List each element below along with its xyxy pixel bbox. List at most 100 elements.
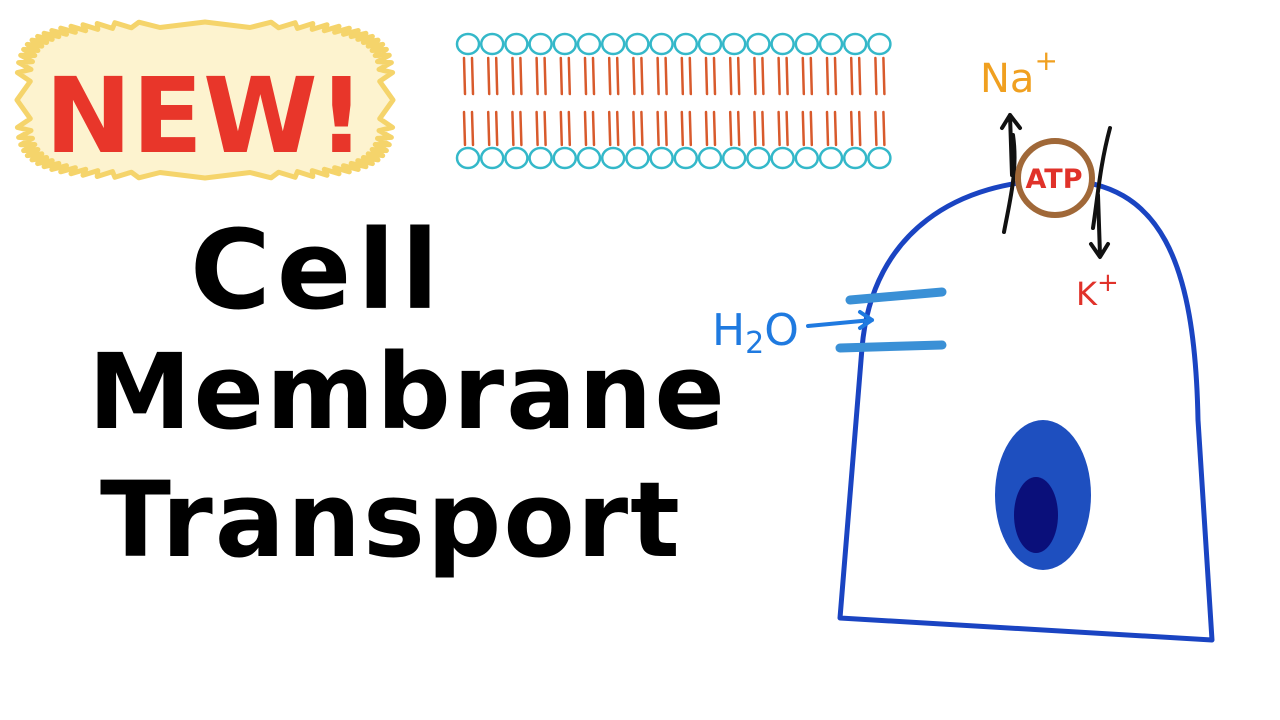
lipid-head-bottom bbox=[504, 146, 529, 170]
sodium-label: Na+ bbox=[980, 44, 1058, 102]
lipid-tail-top bbox=[607, 56, 620, 96]
lipid-head-bottom bbox=[552, 146, 578, 170]
water-channel: H2O bbox=[712, 287, 947, 361]
lipid-tail-bottom bbox=[728, 110, 741, 147]
lipid-head-top bbox=[818, 32, 844, 56]
title-line-membrane: Membrane bbox=[88, 331, 727, 453]
lipid-head-bottom bbox=[867, 146, 892, 170]
lipid-tail-top bbox=[704, 56, 717, 96]
lipid-head-top bbox=[867, 32, 892, 56]
water-arrow bbox=[806, 310, 874, 330]
lipid-head-bottom bbox=[770, 146, 795, 170]
lipid-tail-top bbox=[728, 56, 741, 96]
atp-label: ATP bbox=[1025, 164, 1082, 195]
lipid-tail-bottom bbox=[753, 110, 765, 147]
sodium-out-arrow bbox=[1000, 113, 1022, 177]
lipid-head-bottom bbox=[649, 146, 674, 170]
lipid-tail-top bbox=[559, 56, 572, 96]
title-line-cell: Cell bbox=[190, 206, 445, 334]
lipid-head-bottom bbox=[528, 146, 553, 170]
lipid-tail-bottom bbox=[462, 110, 475, 147]
pump-right-wall bbox=[1091, 126, 1112, 230]
lipid-head-top bbox=[770, 32, 795, 56]
lipid-head-bottom bbox=[625, 146, 650, 170]
lipid-tail-bottom bbox=[704, 110, 717, 147]
cell-diagram: H2O ATP Na+ K+ bbox=[712, 44, 1215, 643]
lipid-head-bottom bbox=[576, 146, 602, 170]
lipid-head-top bbox=[721, 32, 747, 56]
lipid-tail-top bbox=[777, 56, 789, 96]
badge-label: NEW! bbox=[45, 55, 365, 177]
water-subscript: 2 bbox=[745, 326, 764, 361]
lipid-head-top bbox=[528, 32, 553, 56]
lipid-head-top bbox=[576, 32, 602, 56]
title-line-transport: Transport bbox=[100, 459, 682, 581]
lipid-tail-bottom bbox=[801, 110, 814, 147]
lipid-head-top bbox=[479, 32, 505, 56]
phospholipid-bilayer bbox=[455, 32, 892, 170]
cell-outline bbox=[837, 177, 1215, 643]
lipid-head-bottom bbox=[455, 146, 481, 170]
lipid-tail-top bbox=[680, 56, 693, 96]
lipid-head-bottom bbox=[697, 146, 723, 170]
potassium-in-arrow bbox=[1089, 193, 1110, 259]
channel-upper-wall bbox=[845, 287, 947, 305]
lipid-tail-bottom bbox=[583, 110, 596, 147]
lipid-tail-top bbox=[801, 56, 814, 96]
lipid-tail-bottom bbox=[607, 110, 620, 147]
potassium-charge: + bbox=[1097, 268, 1119, 298]
lipid-head-top bbox=[794, 32, 820, 56]
lipid-tail-top bbox=[511, 56, 523, 96]
lipid-head-top bbox=[552, 32, 578, 56]
pump-left-wall bbox=[1002, 133, 1017, 234]
lipid-head-bottom bbox=[842, 146, 868, 170]
lipid-head-bottom bbox=[673, 146, 699, 170]
lipid-tail-top bbox=[753, 56, 765, 96]
lipid-tail-bottom bbox=[849, 110, 862, 147]
lipid-tail-top bbox=[486, 56, 499, 96]
lipid-head-bottom bbox=[746, 146, 771, 170]
lipid-head-top bbox=[746, 32, 771, 56]
lipid-head-top bbox=[673, 32, 699, 56]
lipid-tail-bottom bbox=[632, 110, 644, 147]
lipid-head-top bbox=[649, 32, 674, 56]
lipid-tail-top bbox=[462, 56, 475, 96]
lipid-tail-top bbox=[583, 56, 596, 96]
lipid-head-bottom bbox=[600, 146, 626, 170]
lipid-tail-bottom bbox=[825, 110, 838, 147]
lipid-head-bottom bbox=[721, 146, 747, 170]
nucleolus bbox=[1014, 477, 1058, 553]
lipid-tail-top bbox=[825, 56, 838, 96]
lipid-tail-bottom bbox=[535, 110, 547, 147]
lipid-tail-top bbox=[656, 56, 668, 96]
badge-wavy-frame bbox=[14, 19, 396, 181]
lipid-tail-bottom bbox=[656, 110, 668, 147]
lipid-tail-bottom bbox=[559, 110, 572, 147]
lipid-tail-bottom bbox=[777, 110, 789, 147]
lipid-head-bottom bbox=[479, 146, 505, 170]
lipid-head-bottom bbox=[794, 146, 820, 170]
lipid-head-bottom bbox=[818, 146, 844, 170]
sodium-charge: + bbox=[1034, 44, 1057, 77]
lipid-head-top bbox=[600, 32, 626, 56]
atp-pump-circle bbox=[1015, 138, 1095, 218]
lipid-head-top bbox=[504, 32, 529, 56]
lipid-head-top bbox=[842, 32, 868, 56]
lipid-head-top bbox=[625, 32, 650, 56]
lipid-tail-top bbox=[632, 56, 644, 96]
new-badge: NEW! bbox=[14, 19, 396, 181]
channel-lower-wall bbox=[835, 340, 947, 353]
water-label: H2O bbox=[712, 305, 799, 361]
lipid-tail-top bbox=[535, 56, 547, 96]
lipid-tail-bottom bbox=[486, 110, 499, 147]
lipid-tail-bottom bbox=[874, 110, 886, 147]
sodium-potassium-pump: ATP Na+ K+ bbox=[980, 44, 1119, 313]
lipid-head-top bbox=[697, 32, 723, 56]
lipid-tail-bottom bbox=[680, 110, 693, 147]
lipid-tail-top bbox=[849, 56, 862, 96]
lipid-head-top bbox=[455, 32, 481, 56]
potassium-label: K+ bbox=[1076, 268, 1119, 313]
lipid-tail-top bbox=[874, 56, 886, 96]
lipid-tail-bottom bbox=[511, 110, 523, 147]
